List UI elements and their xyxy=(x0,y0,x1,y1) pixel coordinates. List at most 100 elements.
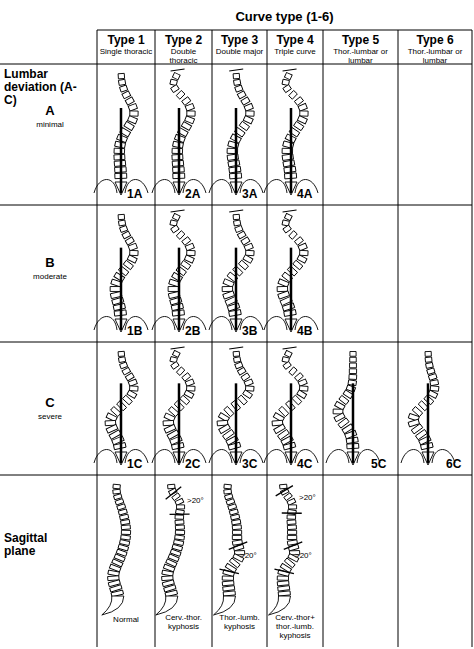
profile-caption: Thor.-lumb. kyphosis xyxy=(212,614,267,632)
cell-code: 4A xyxy=(297,188,323,201)
vertebra xyxy=(349,374,357,379)
vertebra xyxy=(300,111,308,116)
coronal-spine xyxy=(209,69,263,195)
heading-subtitle: Single thoracic xyxy=(99,48,153,57)
csvl-line xyxy=(178,383,181,463)
vertebra xyxy=(182,97,191,106)
vertebra xyxy=(128,379,137,386)
vertebra xyxy=(278,591,290,596)
vertebra xyxy=(185,379,194,386)
vertebra xyxy=(172,148,183,153)
vertebra xyxy=(300,250,309,255)
vertebra xyxy=(289,90,298,99)
vertebra xyxy=(222,286,233,291)
vertebra xyxy=(278,279,289,287)
vertebra xyxy=(241,97,250,105)
vertebra xyxy=(418,401,428,411)
vertebra xyxy=(129,386,138,391)
row-column-heading: Sagittal plane xyxy=(4,532,74,558)
grid-line xyxy=(97,30,98,647)
vertebra xyxy=(118,351,125,356)
vertebra xyxy=(113,303,125,310)
vertebra xyxy=(176,231,185,240)
vertebra xyxy=(168,287,178,292)
cell-code: 2A xyxy=(185,188,211,201)
row-column-heading: Lumbar deviation (A-C) xyxy=(4,68,84,108)
vertebra xyxy=(130,250,139,255)
table-grid xyxy=(0,30,472,647)
end-vertebra-tick xyxy=(283,347,297,349)
vertebra xyxy=(237,231,246,239)
coronal-spine xyxy=(152,347,206,465)
vertebra xyxy=(298,103,307,111)
vertebra xyxy=(171,303,183,310)
csvl-line xyxy=(290,108,293,193)
vertebra xyxy=(224,489,232,494)
vertebra xyxy=(287,535,296,539)
vertebra xyxy=(287,520,296,525)
vertebra xyxy=(297,390,307,399)
vertebra xyxy=(283,85,292,93)
csvl-line xyxy=(427,383,430,463)
csvl-line xyxy=(235,108,238,193)
row-column-heading: Type 2 xyxy=(155,34,212,47)
vertebra xyxy=(120,514,129,520)
coronal-spine xyxy=(401,351,455,465)
vertebra xyxy=(241,237,250,245)
vertebra xyxy=(223,591,235,596)
vertebra xyxy=(427,368,435,375)
cobb-tick xyxy=(284,542,302,550)
vertebra xyxy=(121,530,130,534)
vertebra xyxy=(233,214,240,219)
vertebra xyxy=(233,357,240,363)
vertebra xyxy=(430,380,439,386)
heading-subtitle: minimal xyxy=(20,121,80,130)
coronal-spine xyxy=(94,351,148,465)
vertebra xyxy=(232,530,241,534)
cell-code: 3C xyxy=(242,458,268,471)
sagittal-spine xyxy=(156,484,190,615)
vertebra xyxy=(289,231,298,240)
vertebra xyxy=(425,357,432,362)
vertebra xyxy=(277,581,289,586)
vertebra xyxy=(120,85,128,92)
coronal-spine xyxy=(152,210,206,332)
vertebra xyxy=(110,287,120,292)
vertebra xyxy=(175,520,184,525)
end-vertebra-tick xyxy=(171,347,185,349)
vertebra xyxy=(233,266,243,276)
cell-code: 3A xyxy=(242,188,268,201)
vertebra xyxy=(113,489,121,494)
vertebra xyxy=(233,351,240,356)
vertebra xyxy=(122,231,131,239)
csvl-line xyxy=(235,248,238,330)
end-vertebra-tick xyxy=(283,69,297,71)
vertebra xyxy=(228,442,241,450)
vertebra xyxy=(177,505,185,509)
vertebra xyxy=(187,250,195,255)
csvl-line xyxy=(352,383,355,463)
cell-code: 3B xyxy=(242,325,268,338)
vertebra xyxy=(287,498,296,505)
vertebra xyxy=(121,525,130,530)
vertebra xyxy=(289,505,297,509)
vertebra xyxy=(118,220,125,226)
vertebra xyxy=(284,73,292,80)
grid-line xyxy=(472,30,473,647)
grade-letter: A xyxy=(20,104,80,118)
csvl-line xyxy=(120,383,123,463)
vertebra xyxy=(128,243,137,250)
vertebra xyxy=(246,111,254,116)
vertebra xyxy=(235,225,243,232)
vertebra xyxy=(244,243,253,251)
vertebra xyxy=(223,586,235,591)
coronal-spine xyxy=(209,210,263,332)
vertebra xyxy=(231,514,240,520)
end-vertebra-tick xyxy=(229,347,243,349)
vertebra xyxy=(175,525,184,530)
cobb-tick xyxy=(274,569,293,574)
vertebra xyxy=(224,484,231,489)
cobb-tick xyxy=(282,512,302,514)
sacrum-tail xyxy=(269,596,291,615)
grid-line xyxy=(212,30,213,647)
